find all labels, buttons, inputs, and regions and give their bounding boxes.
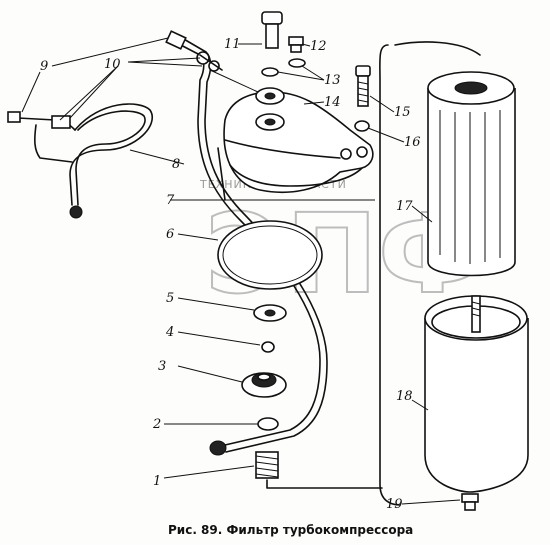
callout-labels: 1 2 3 4 5 6 7 8 9 10 11 12 13 14 15 16 1…	[40, 37, 421, 512]
leader-lines	[21, 37, 461, 505]
part-14-filter-head	[217, 87, 374, 201]
part-6-sealing-ring	[217, 220, 323, 290]
callout-15: 15	[394, 105, 411, 120]
callout-17: 17	[396, 199, 413, 214]
part-8-oil-pipe	[7, 103, 153, 219]
part-18-filter-housing	[424, 295, 529, 493]
tie-rod	[379, 44, 401, 506]
part-4-ball	[261, 341, 275, 353]
part-5-cap	[253, 304, 287, 322]
callout-3: 3	[158, 359, 166, 374]
part-16-washer	[354, 120, 370, 132]
callout-4: 4	[165, 325, 174, 340]
callout-13: 13	[324, 73, 341, 88]
callout-9: 9	[40, 59, 48, 74]
callout-18: 18	[396, 389, 413, 404]
part-17-filter-element	[427, 71, 516, 277]
callout-14: 14	[324, 95, 341, 110]
part-19-drain-plug	[461, 493, 479, 511]
part-2-washer	[257, 417, 279, 431]
callout-19: 19	[386, 497, 403, 512]
callout-6: 6	[166, 227, 174, 242]
callout-1: 1	[153, 474, 161, 489]
callout-7: 7	[166, 193, 175, 208]
part-12-plug	[288, 36, 304, 53]
callout-16: 16	[404, 135, 421, 150]
part-15-bolt	[355, 65, 371, 107]
callout-11: 11	[224, 37, 241, 52]
part-13-washers	[261, 58, 306, 77]
callout-12: 12	[310, 39, 327, 54]
callout-10: 10	[104, 57, 121, 72]
figure-caption: Рис. 89. Фильтр турбокомпрессора	[168, 523, 413, 537]
callout-8: 8	[172, 157, 180, 172]
part-10-banjo-fittings	[196, 51, 223, 72]
callout-5: 5	[166, 291, 174, 306]
callout-2: 2	[152, 417, 161, 432]
part-11-bolt	[261, 11, 283, 49]
part-3-valve-seat	[241, 372, 287, 398]
tie-rod-top	[394, 41, 481, 56]
part-1-spring	[255, 451, 383, 489]
